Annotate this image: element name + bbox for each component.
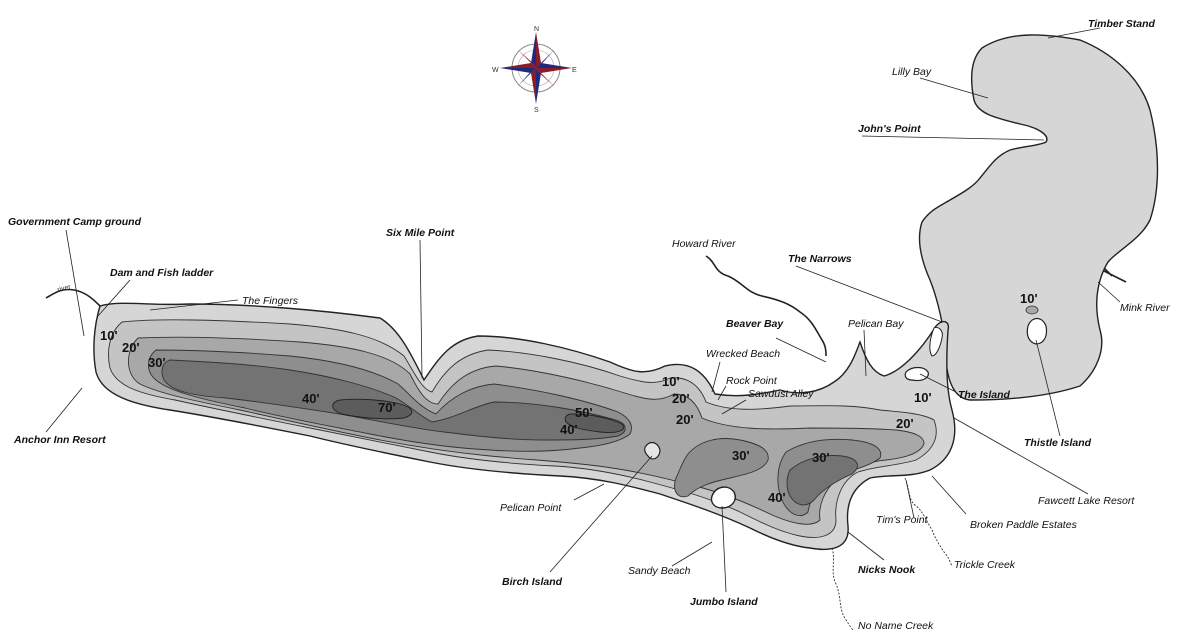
compass-w: W [492,67,499,74]
northeast-basin [918,34,1159,401]
depth-40-east: 40' [768,490,786,505]
label-the-narrows: The Narrows [788,253,852,265]
depth-20-mid-a: 20' [672,391,690,406]
label-trickle-creek: Trickle Creek [954,559,1016,571]
label-rock-point: Rock Point [726,375,778,387]
label-sawdust-alley: Sawdust Alley [748,388,814,400]
depth-40-west: 40' [302,391,320,406]
depth-10-north: 10' [1020,291,1038,306]
main-lake-deep-70ft [332,398,625,433]
depth-10-east: 10' [914,390,932,405]
label-anchor-inn: Anchor Inn Resort [13,434,106,446]
leader-lines [45,27,1121,593]
label-fawcett-lake-resort: Fawcett Lake Resort [1038,495,1135,507]
depth-30-mid: 30' [732,448,750,463]
the-island [904,366,929,382]
label-birch-island: Birch Island [502,576,563,588]
compass-s: S [534,107,539,114]
depth-20-west: 20' [122,340,140,355]
compass-e: E [572,67,577,74]
no-name-creek-stream [831,547,855,630]
birch-island [644,441,661,460]
narrows-island [929,327,943,357]
depth-40-mid: 40' [560,422,578,437]
label-sandy-beach: Sandy Beach [628,565,691,577]
label-beaver-bay: Beaver Bay [726,318,784,330]
label-mink-river: Mink River [1120,302,1170,314]
thistle-island [1026,317,1048,345]
label-pelican-bay: Pelican Bay [848,318,904,330]
depth-50: 50' [575,405,593,420]
label-broken-paddle: Broken Paddle Estates [970,519,1078,531]
howard-river-stream [705,255,827,357]
depth-20-east: 20' [896,416,914,431]
label-no-name-creek: No Name Creek [858,620,934,630]
label-howard-river: Howard River [672,238,736,250]
label-government-camp: Government Camp ground [8,216,142,228]
label-nicks-nook: Nicks Nook [858,564,916,576]
compass-rose-icon: N S E W [492,26,577,114]
label-lilly-bay: Lilly Bay [892,66,932,78]
label-dam: Dam and Fish ladder [110,267,214,279]
label-six-mile-point: Six Mile Point [386,227,455,239]
label-thistle-island: Thistle Island [1024,437,1092,449]
label-jumbo-island: Jumbo Island [690,596,758,608]
label-the-fingers: The Fingers [242,295,299,307]
depth-10-mid: 10' [662,374,680,389]
main-lake-40ft [161,359,858,506]
trickle-creek-stream [904,477,953,567]
depth-10-west: 10' [100,328,118,343]
depth-70: 70' [378,400,396,415]
jumbo-island [710,486,736,509]
label-wrecked-beach: Wrecked Beach [706,348,780,360]
river-mark: river [57,283,73,293]
label-pelican-point: Pelican Point [500,502,562,514]
label-tims-point: Tim's Point [876,514,929,526]
compass-n: N [534,26,539,33]
depth-30-west: 30' [148,355,166,370]
depth-30-east: 30' [812,450,830,465]
label-timber-stand: Timber Stand [1088,18,1155,30]
west-outflow-stream [45,288,101,307]
shoal-10ft-north [1025,305,1039,315]
label-johns-point: John's Point [858,123,921,135]
depth-20-mid-b: 20' [676,412,694,427]
label-the-island: The Island [958,389,1011,401]
